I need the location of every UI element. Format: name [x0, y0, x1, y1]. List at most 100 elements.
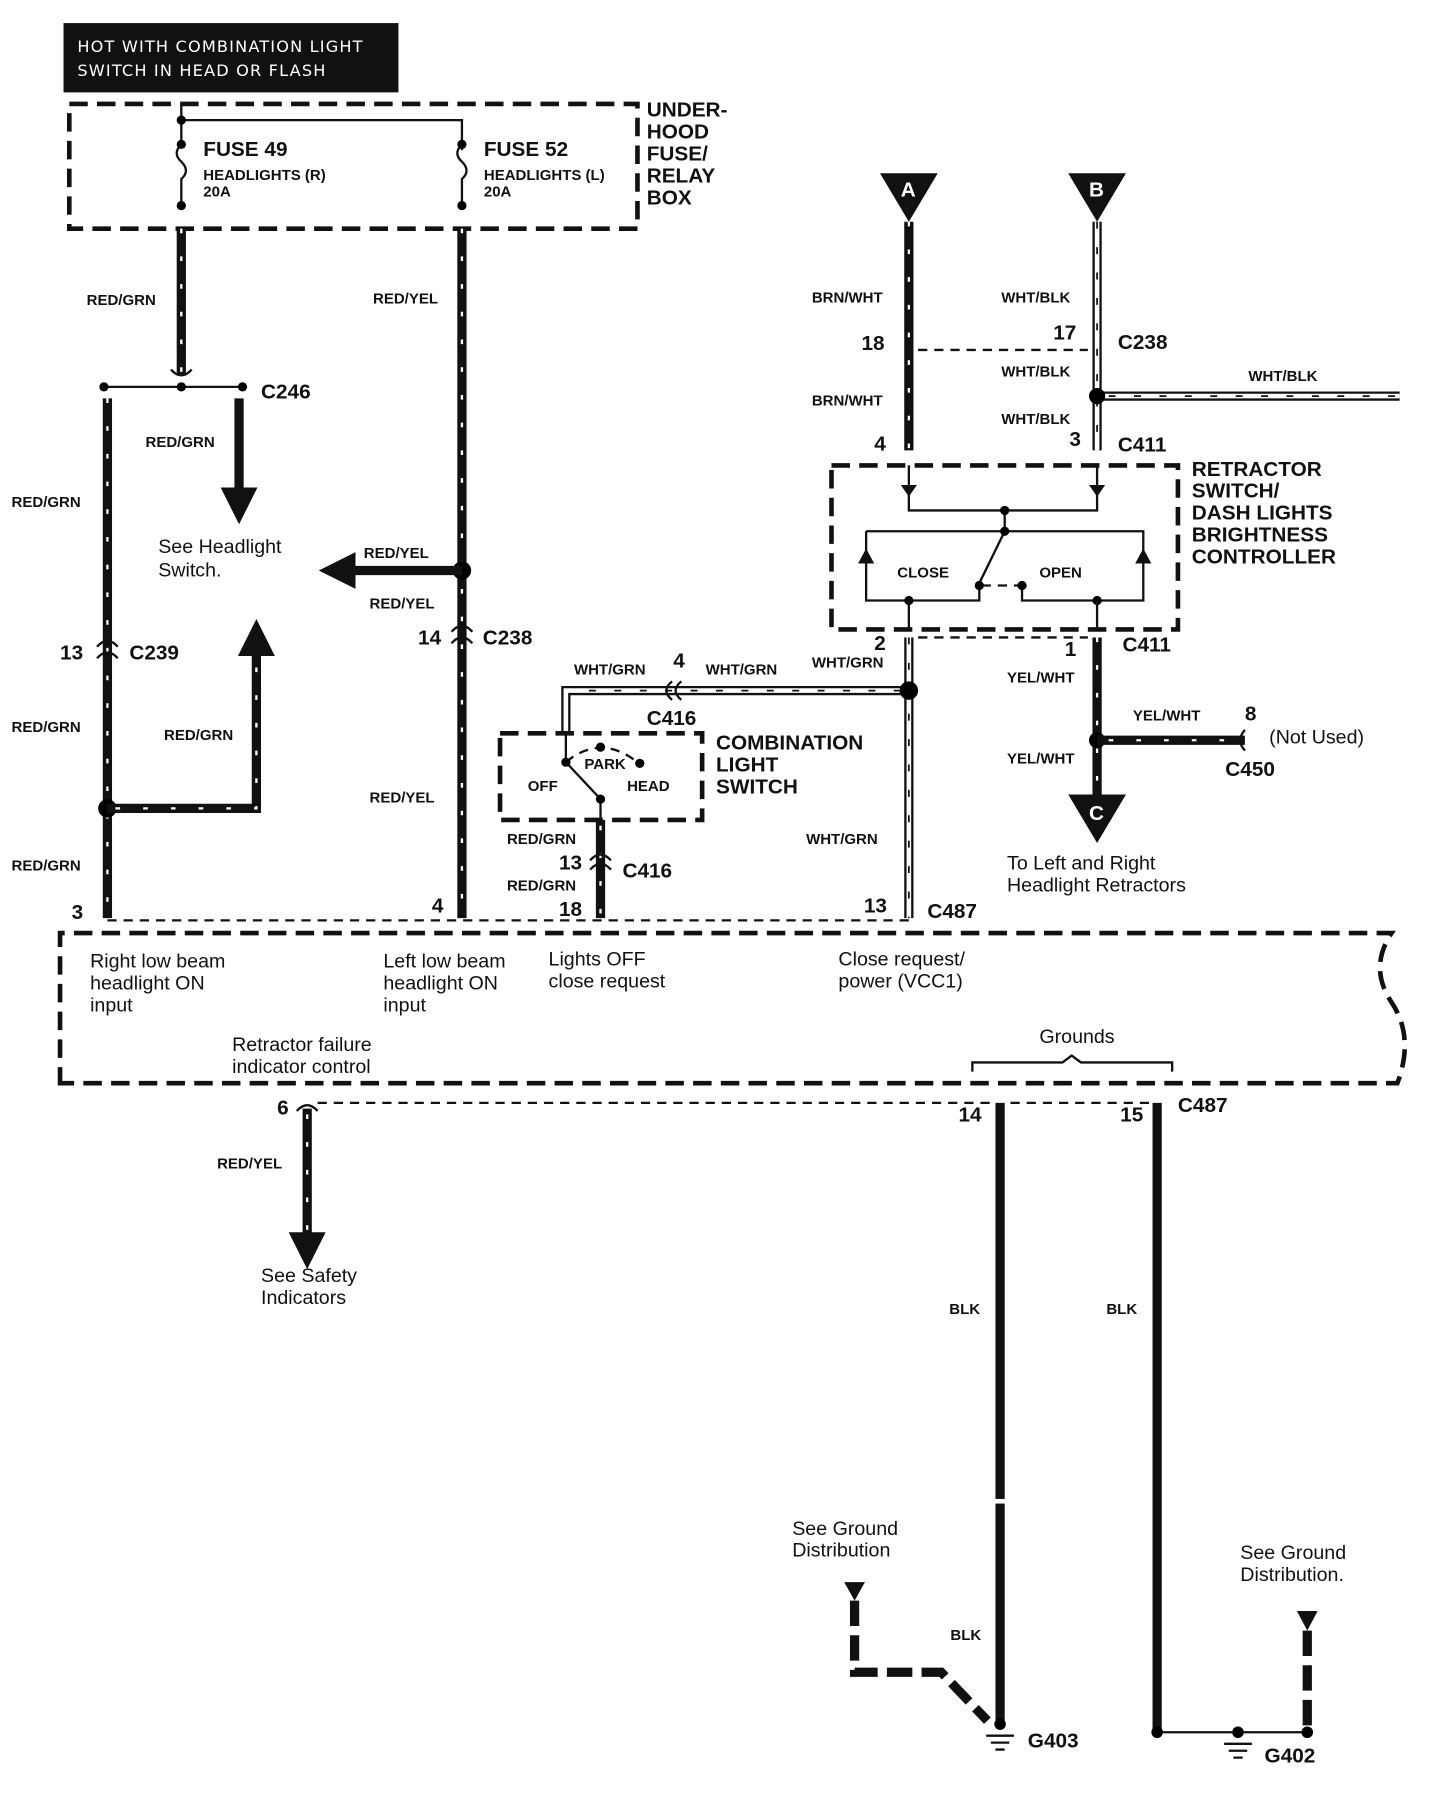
label: 4: [432, 894, 444, 917]
label: YEL/WHT: [1007, 750, 1075, 767]
label: HEADLIGHTS (R): [203, 167, 326, 184]
label: HEADLIGHTS (L): [484, 167, 605, 184]
label: WHT/BLK: [1001, 411, 1070, 428]
label: COMBINATION: [716, 731, 863, 754]
label: PARK: [584, 756, 626, 773]
label: HEAD: [627, 778, 670, 795]
label: Grounds: [1039, 1026, 1114, 1048]
label: RED/GRN: [12, 858, 81, 875]
wire-red-yel: RED/YEL RED/YEL RED/YEL RED/YEL 14 C238: [318, 228, 533, 919]
combination-light-switch: PARK OFF HEAD COMBINATION LIGHT SWITCH: [497, 731, 863, 823]
label: RED/YEL: [364, 545, 429, 562]
label: 14: [418, 626, 442, 649]
fuse-52: FUSE 52 HEADLIGHTS (L) 20A: [484, 138, 605, 200]
label: FUSE/: [647, 143, 708, 166]
label: 20A: [203, 183, 231, 200]
label: OPEN: [1039, 564, 1082, 581]
wire-yel-wht: YEL/WHT YEL/WHT YEL/WHT 8 (Not Used) C45…: [1007, 637, 1364, 897]
ground-g403: G403: [986, 1718, 1079, 1752]
label: RED/YEL: [217, 1156, 282, 1173]
label: Indicators: [261, 1287, 346, 1309]
label: See Safety: [261, 1265, 357, 1287]
label: UNDER-: [647, 99, 728, 122]
label: SWITCH/: [1192, 480, 1280, 503]
label: WHT/GRN: [706, 661, 778, 678]
label: FUSE 49: [203, 138, 287, 161]
under-hood-fuse-relay-box: UNDER- HOOD FUSE/ RELAY BOX FUSE 49 HEAD…: [66, 99, 728, 231]
label: Distribution: [792, 1540, 890, 1562]
wire-brn-wht: BRN/WHT BRN/WHT 18 4: [812, 221, 914, 455]
label: G402: [1265, 1744, 1316, 1767]
wire-red-grn: RED/GRN C246 RED/GRN RED/GRN RED/GRN 13 …: [12, 228, 311, 919]
label: YEL/WHT: [1007, 670, 1075, 687]
label: RED/YEL: [370, 596, 435, 613]
wire-wht-grn: WHT/GRN WHT/GRN WHT/GRN WHT/GRN 4 C416: [561, 637, 919, 919]
label: To Left and Right: [1007, 853, 1156, 875]
label: C: [1089, 802, 1104, 825]
wire-red-grn-lights-off: RED/GRN RED/GRN 13 C416: [507, 819, 672, 919]
label: See Ground: [792, 1518, 898, 1540]
connector-c411-bottom: C411: [1123, 633, 1172, 656]
label: BLK: [949, 1301, 980, 1318]
label: FUSE 52: [484, 138, 568, 161]
label: 17: [1053, 322, 1076, 345]
label: WHT/GRN: [806, 831, 878, 848]
label: 13: [60, 641, 83, 664]
label: Left low beam: [383, 951, 505, 973]
retractor-switch-controller: RETRACTOR SWITCH/ DASH LIGHTS BRIGHTNESS…: [829, 458, 1336, 632]
label: A: [901, 178, 916, 201]
connector-c238: C238: [483, 626, 533, 649]
label: SWITCH: [716, 775, 798, 798]
wire-blk-g402: 15 C487 BLK See Ground Distribution.: [1106, 1094, 1346, 1739]
connector-c450: C450: [1225, 758, 1275, 781]
label: 1: [1065, 638, 1077, 661]
ground-g402: G402: [1224, 1726, 1315, 1767]
label: WHT/BLK: [1248, 368, 1317, 385]
label: 18: [862, 332, 885, 355]
label: WHT/GRN: [574, 661, 646, 678]
label: RED/GRN: [164, 727, 233, 744]
label: OFF: [528, 778, 558, 795]
label: 8: [1245, 703, 1257, 726]
label: 4: [874, 432, 886, 455]
label: 2: [874, 632, 886, 655]
label: 18: [559, 898, 582, 921]
label: 14: [959, 1103, 983, 1126]
power-condition-banner: HOT WITH COMBINATION LIGHT SWITCH IN HEA…: [63, 23, 399, 93]
label: 13: [559, 852, 582, 875]
label: CONTROLLER: [1192, 546, 1336, 569]
label: SWITCH IN HEAD OR FLASH: [77, 61, 326, 80]
label: BLK: [950, 1627, 981, 1644]
label: input: [383, 995, 426, 1017]
label: RELAY: [647, 164, 716, 187]
label: RED/GRN: [507, 831, 576, 848]
label: RED/YEL: [370, 790, 435, 807]
label: RED/GRN: [12, 494, 81, 511]
label: Switch.: [158, 559, 221, 581]
connector-c416-top: C416: [647, 707, 697, 730]
label: RED/GRN: [146, 434, 215, 451]
connector-c416-bottom: C416: [622, 860, 672, 883]
label: BOX: [647, 186, 692, 209]
label: BLK: [1106, 1301, 1137, 1318]
label: 15: [1120, 1103, 1143, 1126]
label: WHT/BLK: [1001, 363, 1070, 380]
label: 6: [277, 1096, 289, 1119]
label: indicator control: [232, 1056, 371, 1078]
label: BRIGHTNESS: [1192, 524, 1328, 547]
label: See Ground: [1240, 1542, 1346, 1564]
label: HOT WITH COMBINATION LIGHT: [77, 37, 363, 56]
label: Close request/: [838, 948, 965, 970]
label: LIGHT: [716, 753, 779, 776]
label: RED/GRN: [507, 877, 576, 894]
label: 4: [673, 649, 685, 672]
connector-c246: C246: [261, 380, 311, 403]
retractor-control-unit: Right low beam headlight ON input Left l…: [57, 930, 1408, 1086]
fuse-49: FUSE 49 HEADLIGHTS (R) 20A: [203, 138, 326, 200]
label: WHT/BLK: [1001, 290, 1070, 307]
label: RED/YEL: [373, 291, 438, 308]
terminal-b: B: [1068, 173, 1126, 222]
wire-blk-g403: 14 BLK BLK See Ground Distribution: [792, 1102, 1008, 1724]
label: close request: [549, 970, 666, 992]
